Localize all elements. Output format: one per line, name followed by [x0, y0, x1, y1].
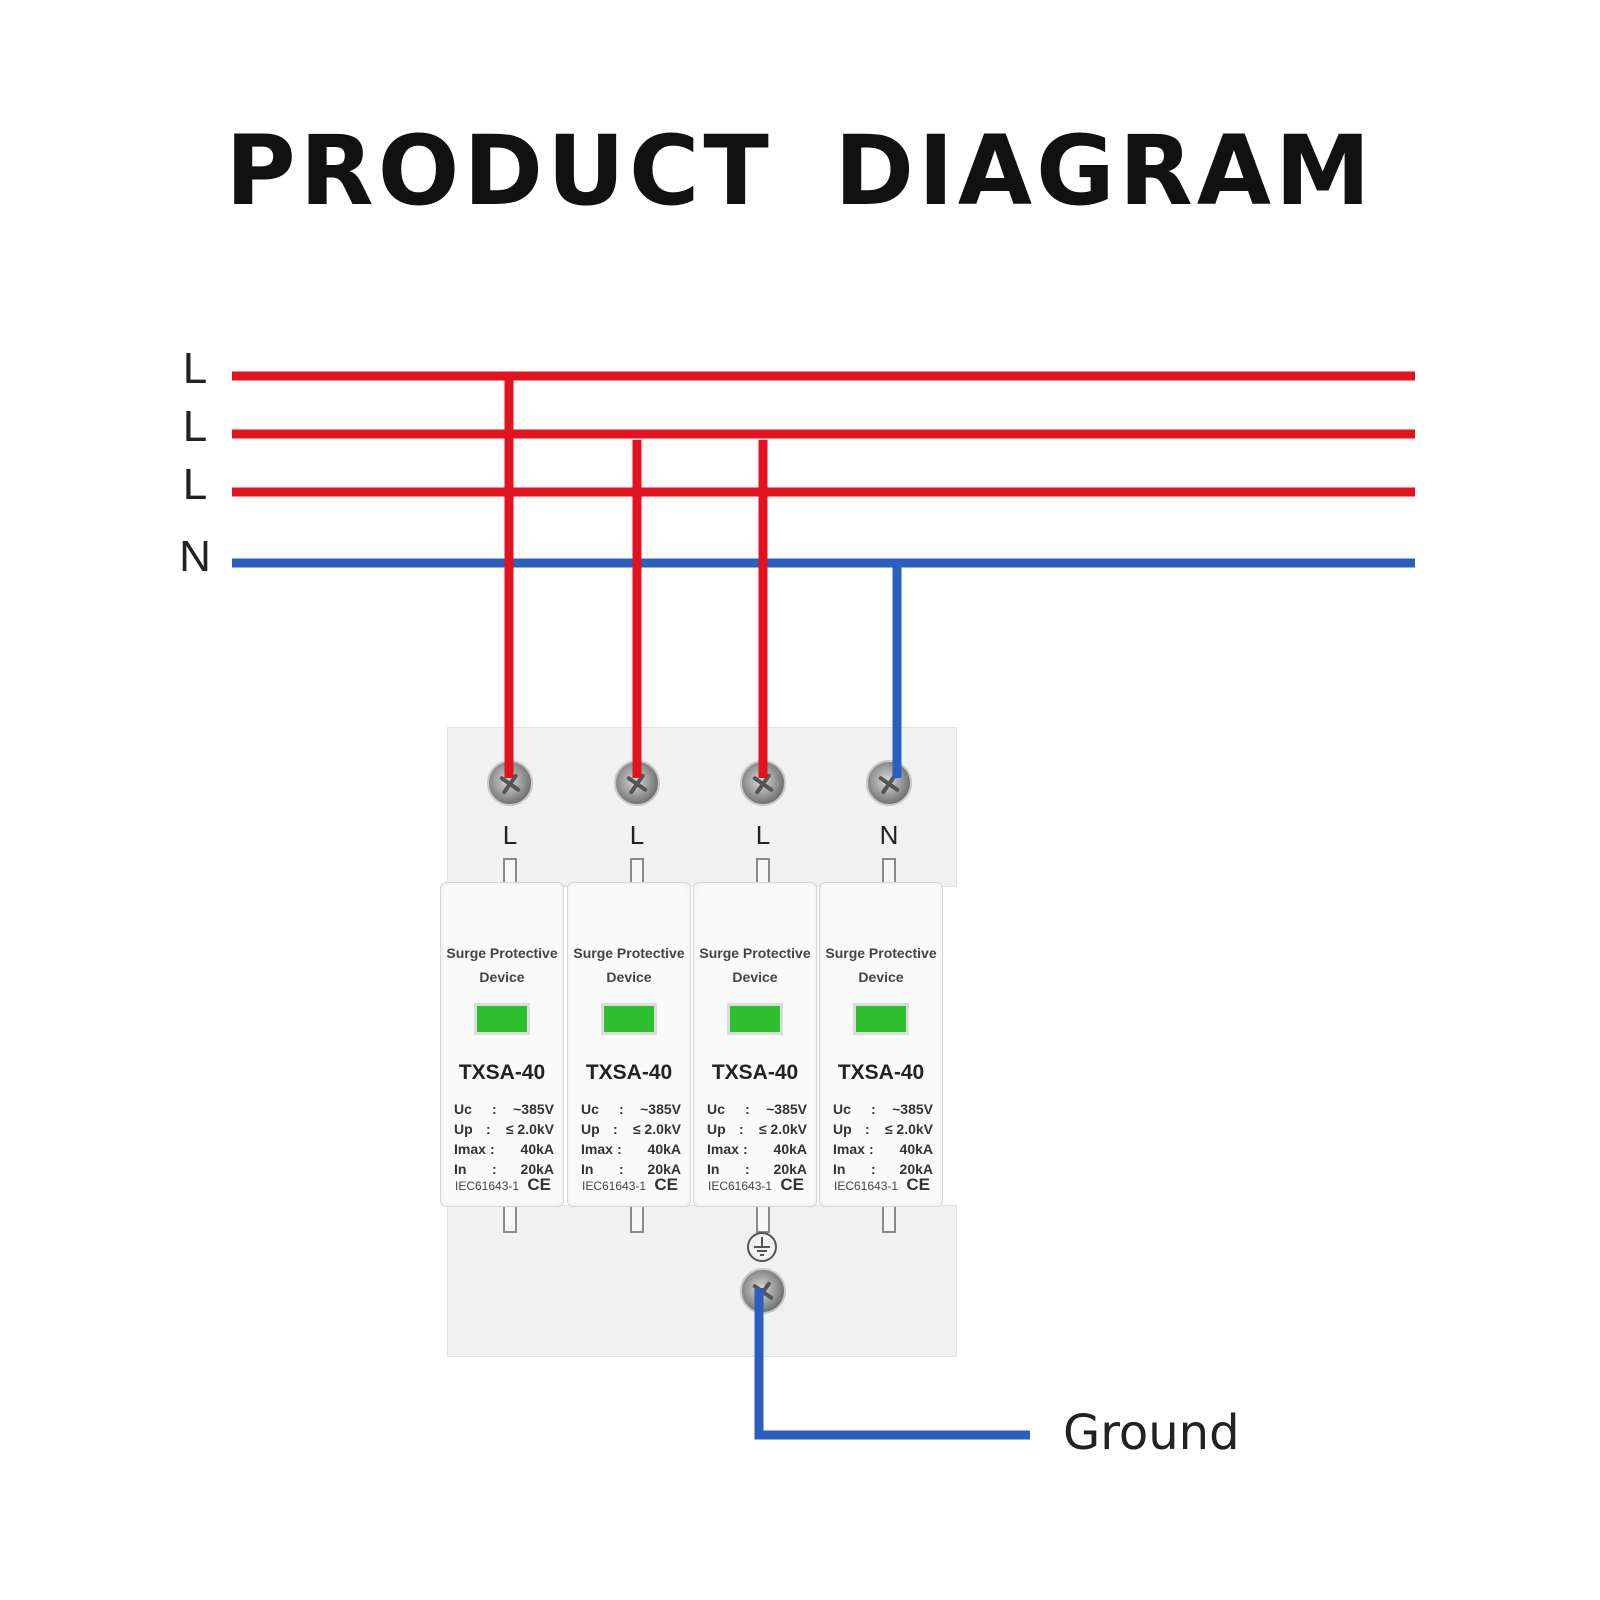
bus-label-l2: L	[182, 402, 208, 451]
module-standard: IEC61643-1	[708, 1179, 773, 1193]
bus-label-l1: L	[182, 344, 208, 393]
module-name-line1: Surge Protective	[825, 945, 937, 961]
device-top-housing	[447, 727, 957, 887]
spd-module[interactable]: Surge Protective Device TXSA-40 Uc:~385V…	[819, 882, 943, 1207]
module-model: TXSA-40	[585, 1061, 673, 1084]
ground-symbol-icon	[747, 1232, 777, 1262]
module-notch	[882, 858, 896, 884]
spd-module[interactable]: Surge Protective Device TXSA-40 Uc:~385V…	[567, 882, 691, 1207]
module-notch	[756, 858, 770, 884]
module-notch	[756, 1207, 770, 1233]
module-model: TXSA-40	[711, 1061, 799, 1084]
module-model: TXSA-40	[837, 1061, 925, 1084]
terminal-label-l1: L	[502, 820, 518, 850]
terminal-label-l2: L	[629, 820, 645, 850]
ce-mark: CE	[906, 1175, 930, 1194]
status-indicator	[727, 1003, 783, 1035]
status-indicator	[853, 1003, 909, 1035]
screw-terminal-icon	[614, 760, 660, 806]
module-name-line1: Surge Protective	[573, 945, 685, 961]
module-name-line2: Device	[606, 969, 652, 985]
module-name-line2: Device	[479, 969, 525, 985]
terminal-label-l3: L	[755, 820, 771, 850]
module-standard: IEC61643-1	[455, 1179, 520, 1193]
module-name-line2: Device	[858, 969, 904, 985]
spd-module[interactable]: Surge Protective Device TXSA-40 Uc:~385V…	[440, 882, 564, 1207]
status-indicator	[474, 1003, 530, 1035]
screw-terminal-icon	[740, 1268, 786, 1314]
ce-mark: CE	[654, 1175, 678, 1194]
status-indicator	[601, 1003, 657, 1035]
bus-label-l3: L	[182, 460, 208, 509]
device-bottom-housing	[447, 1205, 957, 1357]
module-standard: IEC61643-1	[834, 1179, 899, 1193]
module-notch	[503, 858, 517, 884]
screw-terminal-icon	[740, 760, 786, 806]
module-standard: IEC61643-1	[582, 1179, 647, 1193]
page-title: PRODUCT DIAGRAM	[225, 115, 1375, 227]
module-name-line2: Device	[732, 969, 778, 985]
module-name-line1: Surge Protective	[446, 945, 558, 961]
ground-label: Ground	[1063, 1405, 1240, 1461]
module-model: TXSA-40	[458, 1061, 546, 1084]
bus-label-n: N	[179, 532, 211, 581]
ce-mark: CE	[780, 1175, 804, 1194]
module-notch	[503, 1207, 517, 1233]
module-name-line1: Surge Protective	[699, 945, 811, 961]
module-notch	[630, 858, 644, 884]
screw-terminal-icon	[866, 760, 912, 806]
terminal-label-n: N	[879, 820, 899, 850]
module-notch	[630, 1207, 644, 1233]
module-notch	[882, 1207, 896, 1233]
spd-module[interactable]: Surge Protective Device TXSA-40 Uc:~385V…	[693, 882, 817, 1207]
ce-mark: CE	[527, 1175, 551, 1194]
screw-terminal-icon	[487, 760, 533, 806]
